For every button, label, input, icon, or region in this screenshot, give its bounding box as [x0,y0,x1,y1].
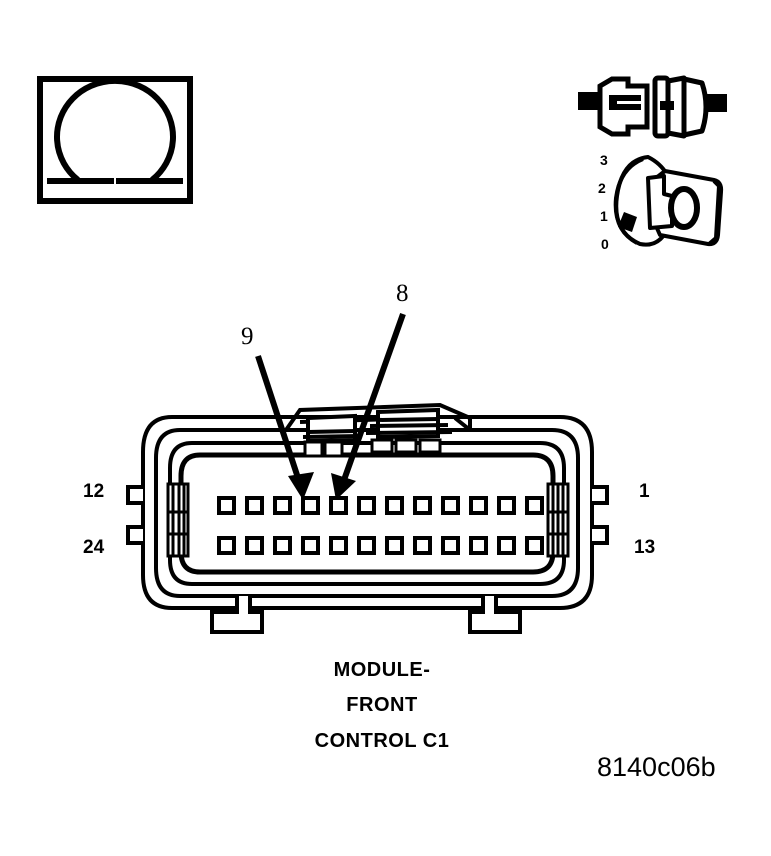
pin-label-bottom-right: 13 [634,537,656,558]
caption-line-2: FRONT [346,694,418,716]
callout-label-8: 8 [396,280,409,307]
pin-label-top-right: 1 [639,481,650,502]
switch-position-1: 1 [600,208,608,224]
caption-line-3: CONTROL C1 [314,730,450,752]
switch-position-0: 0 [601,236,609,252]
figure-code: 8140c06b [597,752,716,782]
pin-grid [217,496,544,555]
callout-arrow-8 [331,312,406,500]
caption-line-1: MODULE- [333,659,431,681]
callout-label-9: 9 [241,323,254,350]
callout-arrow-9 [255,355,314,500]
pin-label-bottom-left: 24 [83,537,105,558]
switch-position-2: 2 [598,180,606,196]
pin-label-top-left: 12 [83,481,105,502]
switch-position-3: 3 [600,152,608,168]
